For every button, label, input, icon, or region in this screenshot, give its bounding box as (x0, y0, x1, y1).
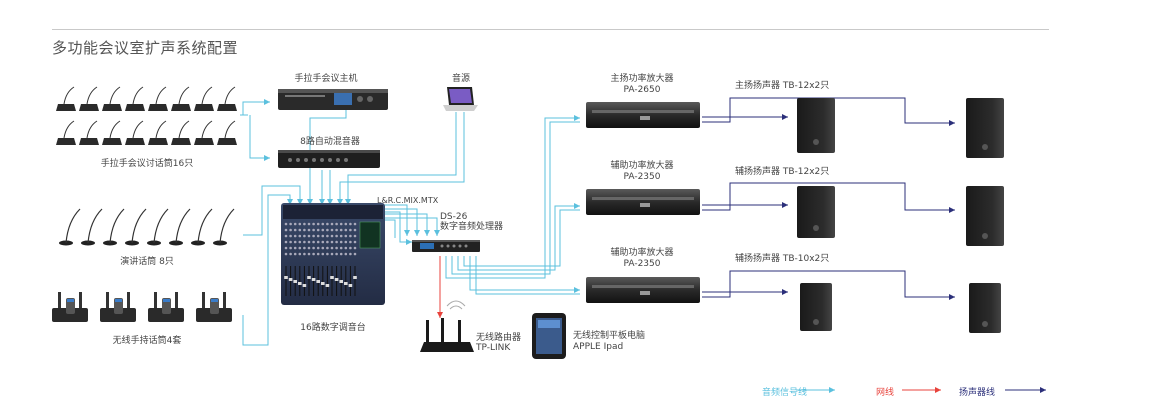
lectern-mic-icon (81, 208, 103, 246)
conference-mic-icon (148, 86, 168, 111)
lectern-mic-icon (191, 208, 213, 246)
amp-1-model: PA-2650 (623, 85, 661, 95)
conference-mic-icon (125, 86, 145, 111)
page-title: 多功能会议室扩声系统配置 (52, 39, 239, 57)
tablet-unit (532, 313, 566, 359)
legend-speaker-label: 扬声器线 (959, 388, 996, 398)
wireless-mic-icon (52, 292, 88, 322)
conference-mic-icon (148, 120, 168, 145)
conference-mic-array (56, 86, 237, 145)
wireless-mic-icon (100, 292, 136, 322)
conference-mic-icon (102, 120, 122, 145)
conference-mic-icon (217, 86, 237, 111)
router-name-label: 无线路由器 (476, 333, 522, 343)
lectern-mic-icon (59, 208, 81, 246)
conference-mic-icon (79, 86, 99, 111)
processor-unit (412, 240, 480, 252)
router-unit (420, 300, 474, 352)
conference-mic-icon (102, 86, 122, 111)
wireless-mic-icon (196, 292, 232, 322)
conference-mic-icon (194, 120, 214, 145)
conference-mic-icon (217, 120, 237, 145)
digital-mixer-label: 16路数字调音台 (300, 323, 366, 333)
speaker-group-2-label: 辅扬扬声器 TB-12x2只 (735, 167, 830, 177)
amplifier-units (586, 102, 700, 303)
wireless-mic-icon (148, 292, 184, 322)
auto-mixer-unit (278, 150, 380, 168)
mixer-outputs-label: L&R.C.MIX.MTX (377, 196, 439, 205)
conference-mic-icon (56, 120, 76, 145)
wireless-mics-label: 无线手持话筒4套 (112, 336, 182, 346)
lectern-mic-icon (147, 208, 169, 246)
conference-host-unit (278, 89, 388, 110)
processor-model-label: DS-26 (440, 212, 468, 222)
digital-mixer-unit (281, 203, 385, 305)
conference-mic-icon (171, 86, 191, 111)
legend-network-label: 网线 (876, 388, 895, 398)
amp-2-model: PA-2350 (623, 172, 661, 182)
auto-mixer-label: 8路自动混音器 (300, 137, 360, 147)
header-divider (52, 29, 1049, 30)
laptop-icon (443, 87, 478, 111)
lectern-mics-label: 演讲话筒 8只 (120, 257, 174, 267)
lectern-mic-icon (103, 208, 125, 246)
legend-audio-label: 音频信号线 (762, 388, 808, 398)
processor-name-label: 数字音频处理器 (440, 222, 504, 232)
lectern-mic-array (59, 208, 235, 246)
lectern-mic-icon (125, 208, 147, 246)
conference-mic-icon (194, 86, 214, 111)
audio-source-label: 音源 (451, 74, 471, 84)
amp-3-name: 辅助功率放大器 (610, 248, 674, 258)
amp-2-name: 辅助功率放大器 (610, 161, 674, 171)
speaker-group-3-label: 辅扬扬声器 TB-10x2只 (735, 254, 830, 264)
lectern-mic-icon (169, 208, 191, 246)
wireless-mic-array (52, 292, 232, 322)
lectern-mic-icon (213, 208, 235, 246)
conference-mic-icon (125, 120, 145, 145)
audio-signal-lines (240, 99, 580, 346)
conference-mic-icon (56, 86, 76, 111)
conference-host-label: 手拉手会议主机 (294, 74, 358, 84)
speaker-units (797, 98, 1004, 333)
router-model-label: TP-LINK (476, 343, 511, 353)
speaker-group-1-label: 主扬扬声器 TB-12x2只 (735, 81, 830, 91)
tablet-model-label: APPLE Ipad (573, 342, 624, 352)
amp-1-name: 主扬功率放大器 (610, 74, 674, 84)
conference-mics-label: 手拉手会议讨话筒16只 (100, 159, 194, 169)
conference-mic-icon (79, 120, 99, 145)
tablet-name-label: 无线控制平板电脑 (573, 331, 646, 341)
amp-3-model: PA-2350 (623, 259, 661, 269)
conference-mic-icon (171, 120, 191, 145)
